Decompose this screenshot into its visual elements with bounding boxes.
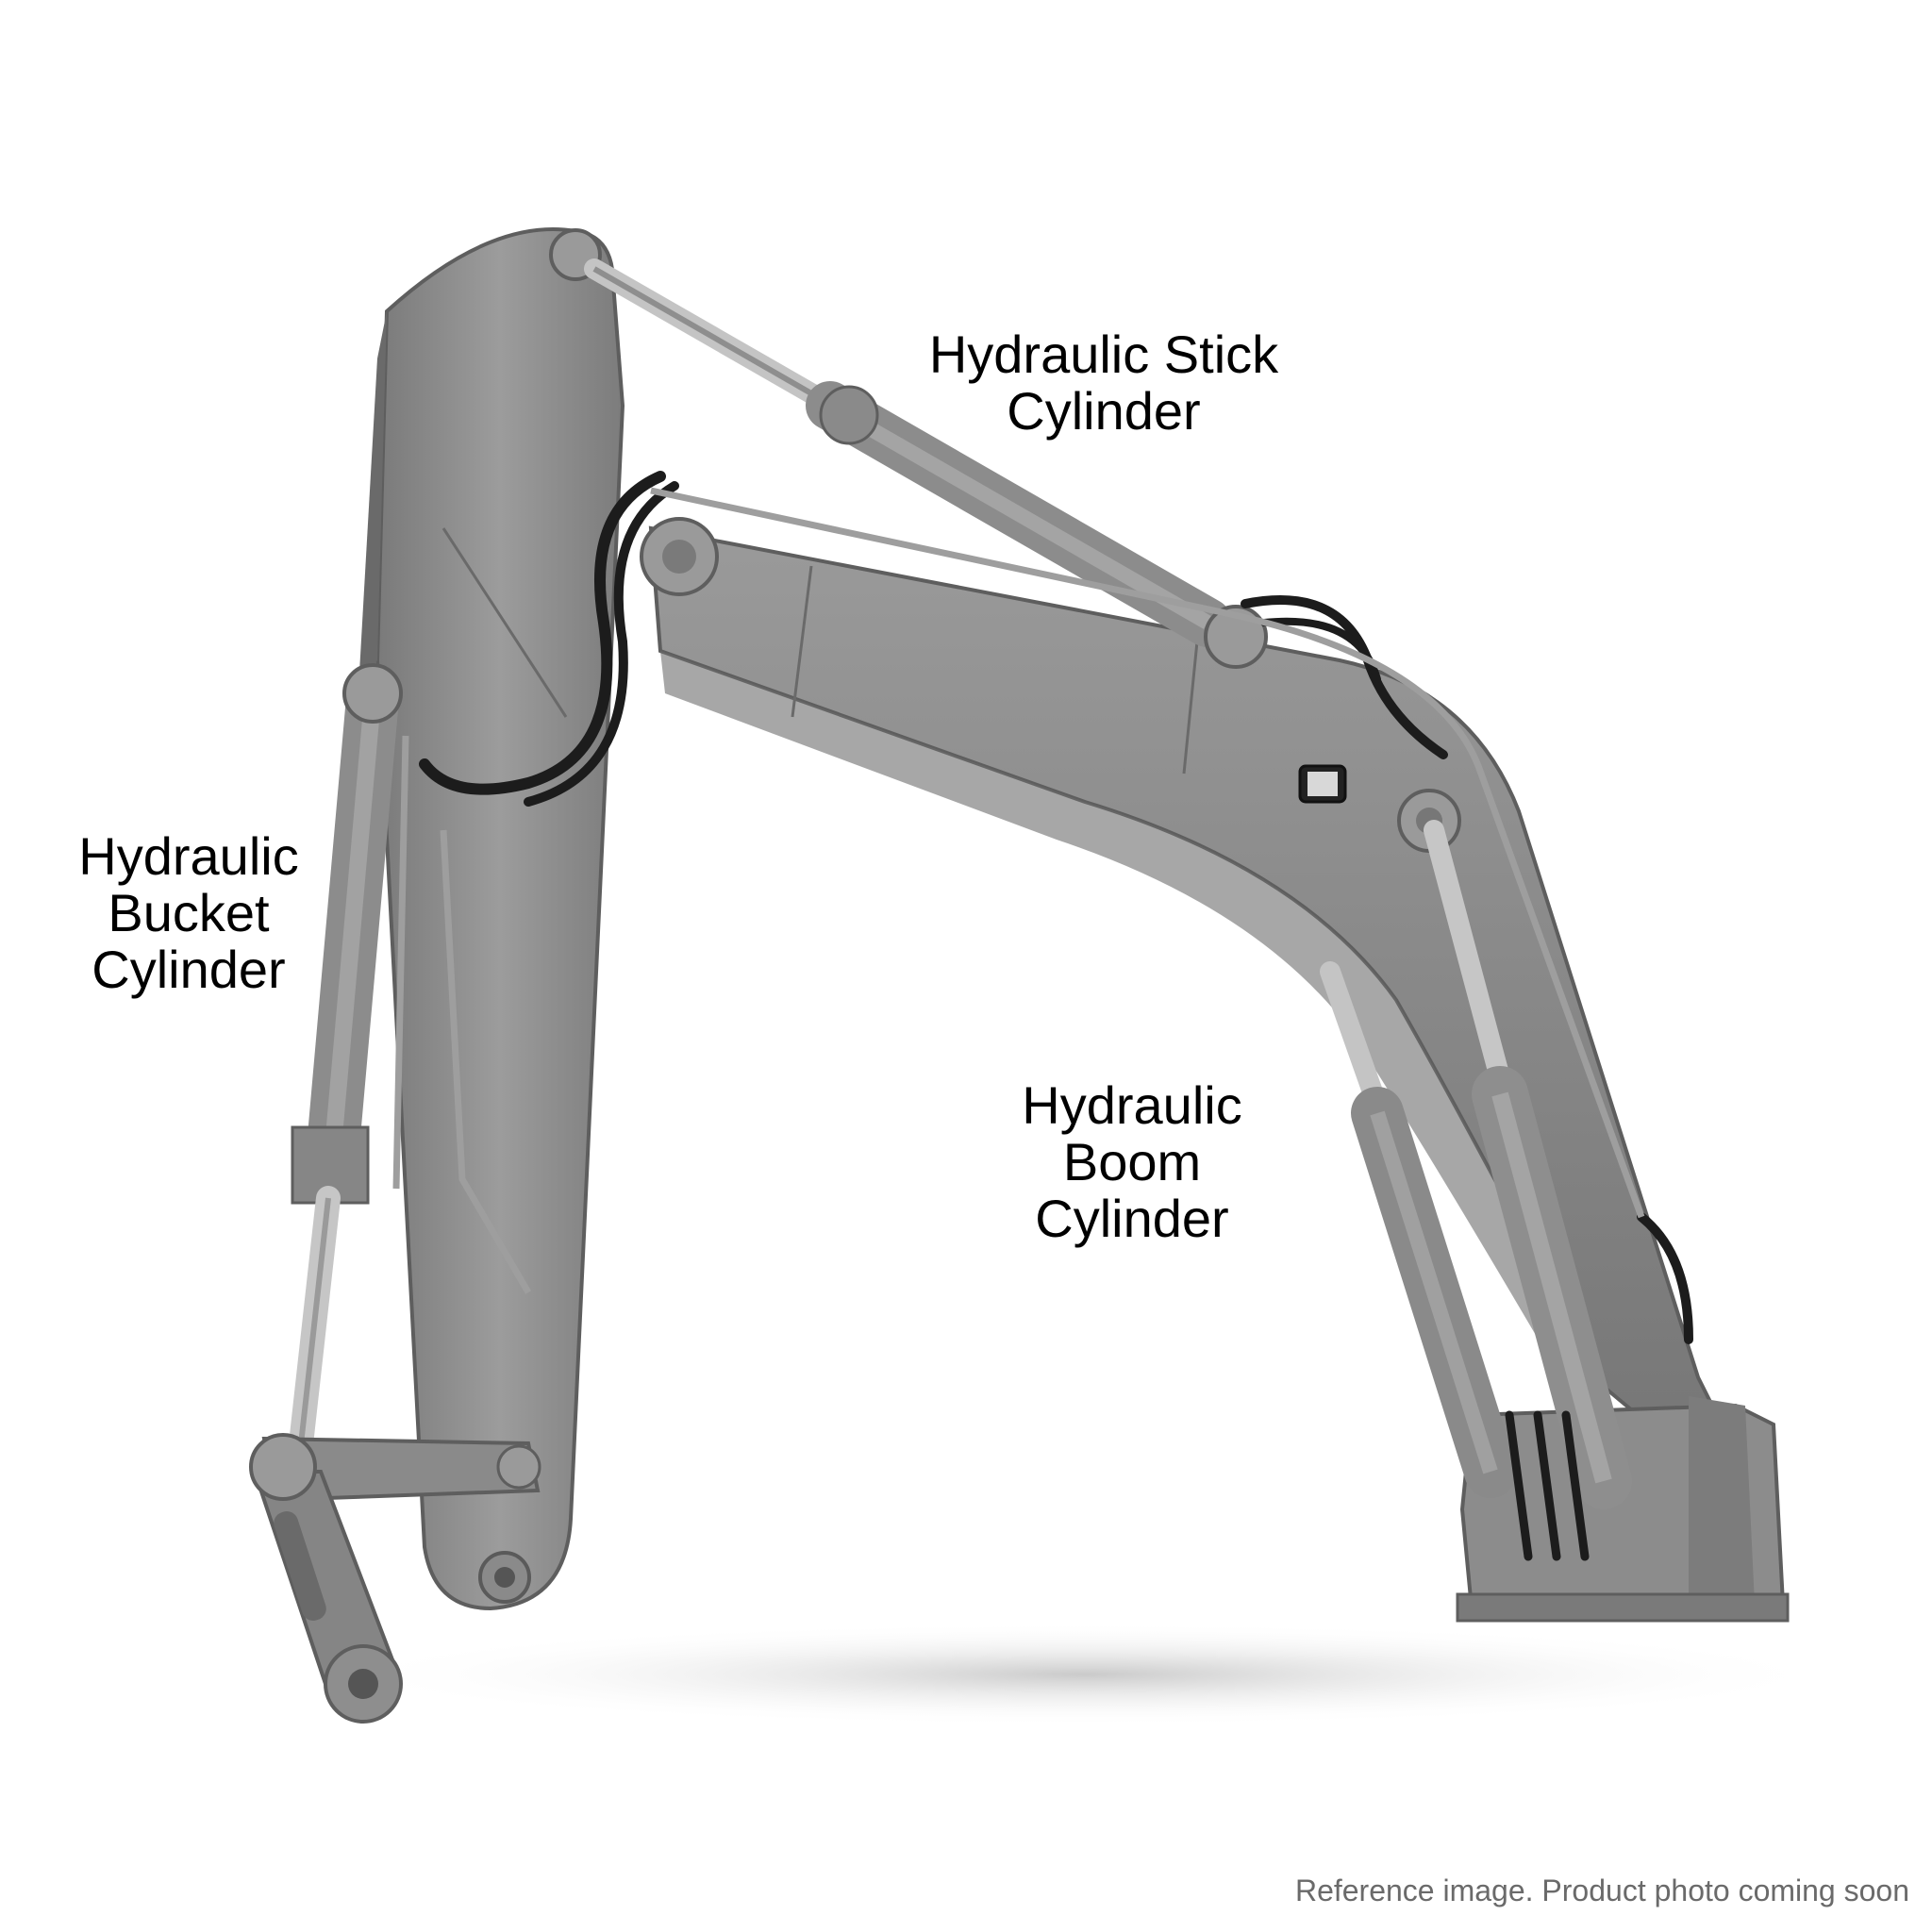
stick-label-line2: Cylinder bbox=[1007, 381, 1201, 441]
ground-shadow bbox=[330, 1623, 1840, 1726]
bucket-label-line2: Bucket bbox=[108, 883, 270, 942]
stick-cylinder-label: Hydraulic Stick Cylinder bbox=[906, 326, 1302, 440]
bucket-cylinder bbox=[288, 663, 403, 1465]
boom-label-line1: Hydraulic bbox=[1022, 1075, 1242, 1135]
boom-arm bbox=[640, 517, 1790, 1623]
hydraulic-hoses bbox=[419, 471, 1693, 1561]
bucket-label-line1: Hydraulic bbox=[78, 826, 299, 886]
boom-label-line3: Cylinder bbox=[1035, 1189, 1229, 1248]
reference-caption: Reference image. Product photo coming so… bbox=[1294, 1874, 1909, 1907]
boom-cylinders bbox=[1320, 820, 1632, 1509]
boom-cylinder-label: Hydraulic Boom Cylinder bbox=[991, 1077, 1274, 1247]
stick-label-line1: Hydraulic Stick bbox=[928, 325, 1279, 384]
bucket-linkage bbox=[249, 1433, 541, 1724]
boom-label-line2: Boom bbox=[1062, 1132, 1202, 1191]
bucket-cylinder-label: Hydraulic Bucket Cylinder bbox=[57, 828, 321, 998]
hydraulic-lines bbox=[392, 487, 1645, 1294]
stick-arm bbox=[358, 227, 625, 1611]
bucket-label-line3: Cylinder bbox=[92, 940, 286, 999]
